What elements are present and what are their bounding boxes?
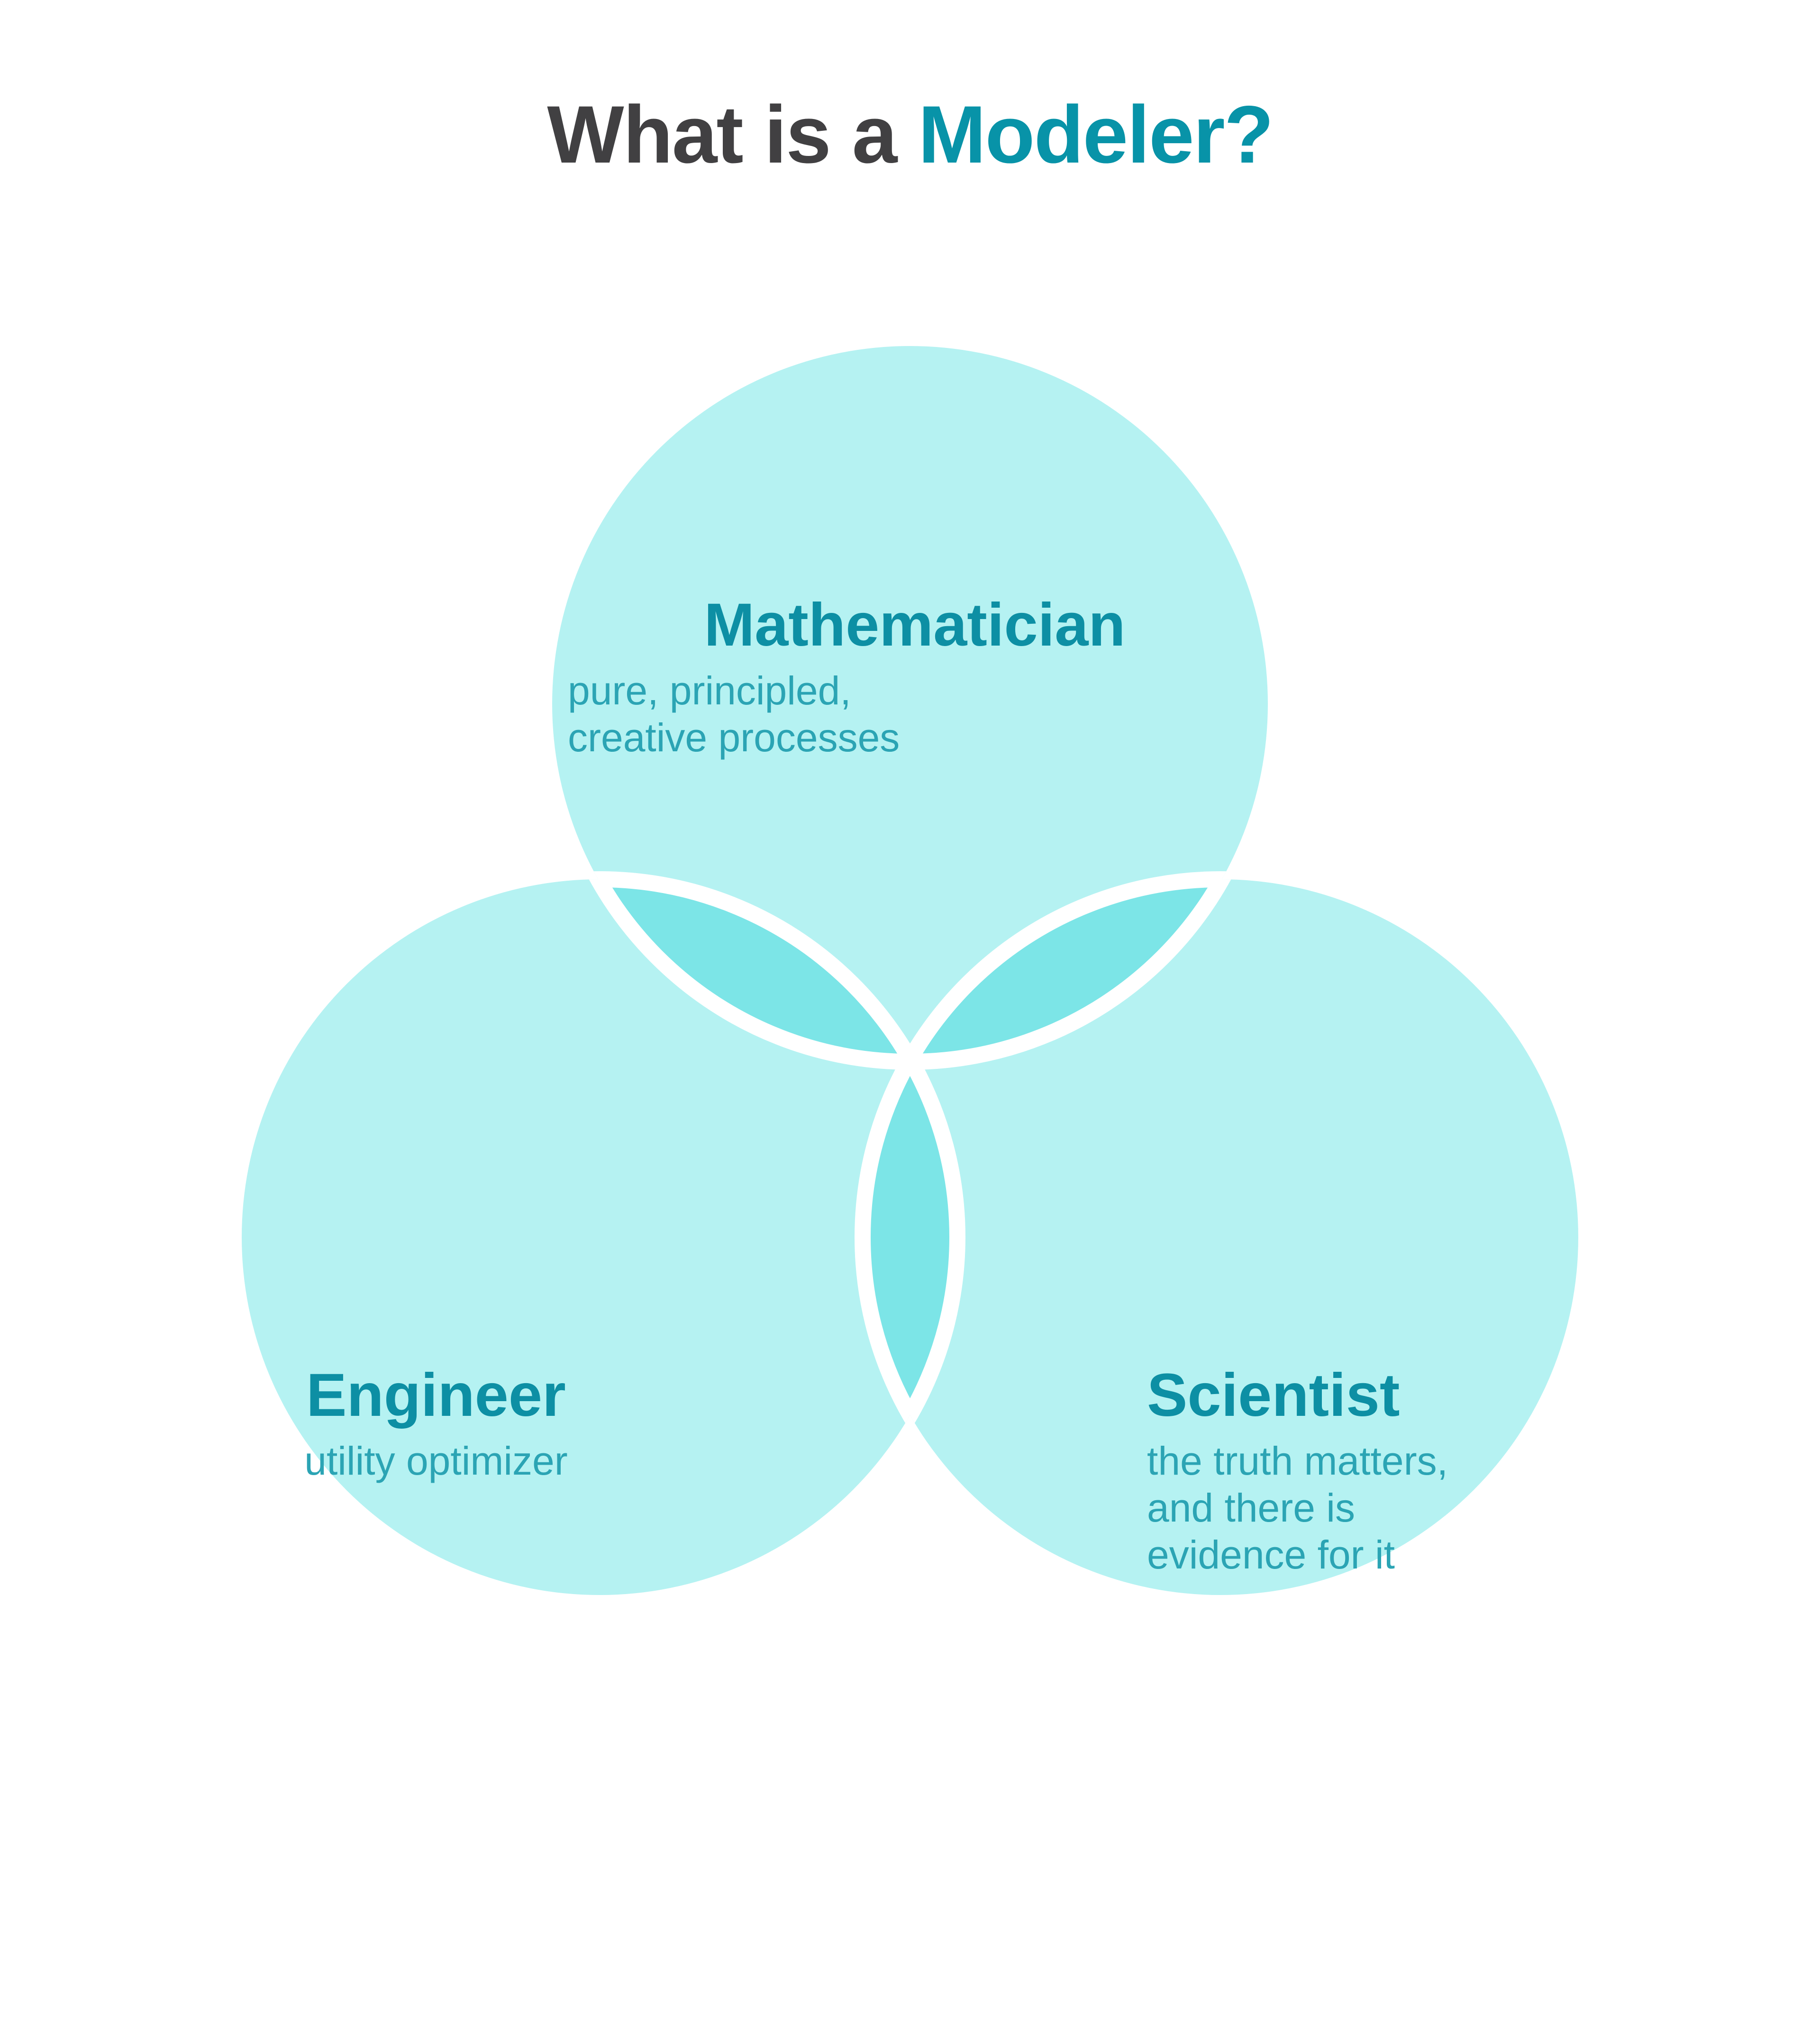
label-mathematician-subtitle-line-1: pure, principled,: [568, 668, 851, 713]
label-engineer-subtitle: utility optimizer: [152, 1438, 720, 1485]
label-engineer-heading: Engineer: [306, 1361, 566, 1429]
page-title: What is a Modeler?: [0, 90, 1820, 180]
label-scientist-subtitle-line-2: and there is: [1147, 1486, 1355, 1531]
label-mathematician-heading: Mathematician: [704, 591, 1126, 659]
label-scientist: Scientist the truth matters, and there i…: [1147, 1361, 1668, 1579]
label-engineer-subtitle-line-1: utility optimizer: [304, 1439, 568, 1484]
separator-arc-c-in-b: [855, 879, 957, 1595]
separator-arc-b-in-a: [552, 871, 965, 1062]
venn-separators: [544, 871, 1276, 1595]
venn-svg: [242, 346, 1578, 1595]
venn-diagram: [0, 265, 1820, 2024]
label-engineer: Engineer utility optimizer: [152, 1361, 720, 1485]
separator-arc-c-in-a: [855, 871, 1268, 1062]
page-title-part-accent: Modeler?: [918, 89, 1274, 180]
circle-scientist[interactable]: [863, 879, 1578, 1595]
circle-mathematician[interactable]: [552, 346, 1268, 1062]
label-mathematician-subtitle-line-2: creative processes: [568, 715, 900, 760]
label-scientist-heading: Scientist: [1147, 1361, 1400, 1429]
venn-base-circles: [242, 346, 1578, 1595]
separator-arc-b-in-c: [863, 879, 965, 1595]
circle-engineer[interactable]: [242, 879, 957, 1595]
label-scientist-subtitle: the truth matters, and there is evidence…: [1147, 1438, 1668, 1578]
label-scientist-subtitle-line-1: the truth matters,: [1147, 1439, 1448, 1484]
label-scientist-subtitle-line-3: evidence for it: [1147, 1532, 1395, 1577]
label-mathematician: Mathematician pure, principled, creative…: [559, 591, 1270, 761]
page-title-part-plain: What is a: [547, 89, 919, 180]
label-mathematician-subtitle: pure, principled, creative processes: [559, 667, 1270, 761]
